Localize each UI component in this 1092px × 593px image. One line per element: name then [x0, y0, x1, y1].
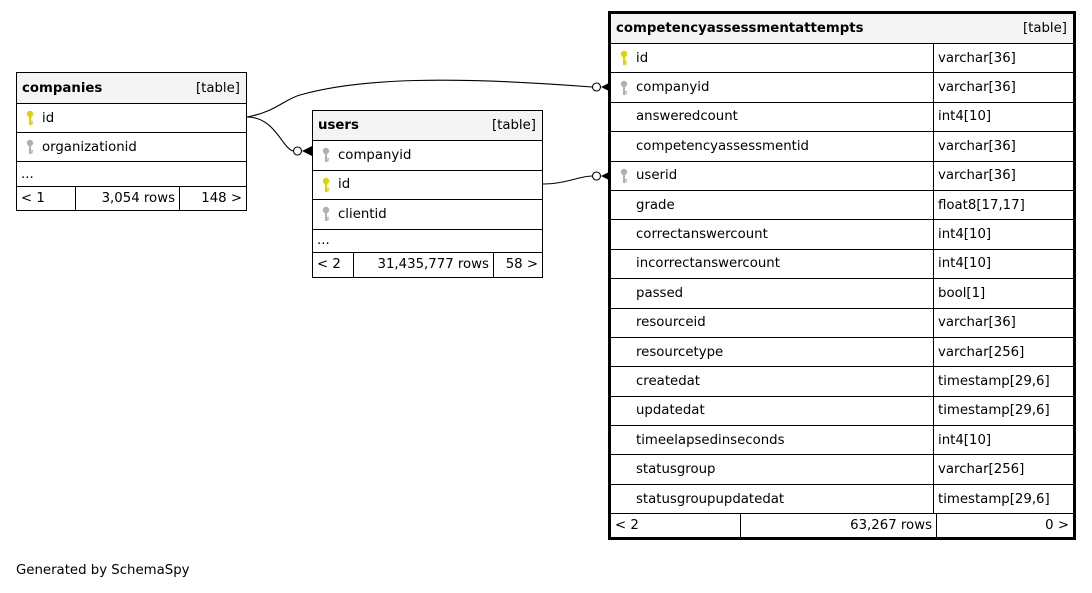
column-name: updatedat [636, 403, 705, 419]
table-competencyassessmentattempts[interactable]: competencyassessmentattempts [table] id v… [608, 11, 1076, 541]
table-header: users [table] [313, 111, 542, 141]
row-count: 31,435,777 rows [354, 252, 494, 277]
column-row-grade[interactable]: grade float8[17,17] [611, 190, 1073, 221]
primary-key-icon [615, 49, 633, 67]
primary-key-icon [21, 109, 39, 127]
column-row-statusgroupupdatedat[interactable]: statusgroupupdatedat timestamp[29,6] [611, 484, 1073, 515]
column-name: incorrectanswercount [636, 256, 780, 272]
column-name: id [338, 177, 351, 193]
column-name: createdat [636, 373, 701, 389]
column-name: competencyassessmentid [636, 138, 809, 154]
column-type: int4[10] [933, 426, 1073, 455]
column-row-createdat[interactable]: createdat timestamp[29,6] [611, 367, 1073, 397]
column-name: id [42, 110, 55, 126]
column-name: id [636, 50, 649, 66]
table-header: competencyassessmentattempts [table] [611, 14, 1073, 44]
column-type: varchar[36] [933, 161, 1073, 190]
edge-end-marker-users-companyid [292, 146, 312, 156]
column-type: varchar[36] [933, 132, 1073, 161]
column-type: timestamp[29,6] [933, 396, 1073, 426]
column-name: timeelapsedinseconds [636, 432, 785, 448]
column-row-statusgroup[interactable]: statusgroup varchar[256] [611, 455, 1073, 485]
foreign-key-icon [615, 167, 633, 185]
column-type: int4[10] [933, 249, 1073, 279]
table-footer: < 1 3,054 rows 148 > [17, 187, 246, 210]
column-type: varchar[36] [933, 308, 1073, 337]
foreign-key-icon [317, 205, 335, 223]
foreign-key-icon [615, 79, 633, 97]
table-header: companies [table] [17, 73, 246, 104]
column-name: companyid [338, 147, 412, 163]
column-row-id[interactable]: id varchar[36] [611, 44, 1073, 74]
table-footer: < 2 31,435,777 rows 58 > [313, 252, 542, 277]
column-row-userid[interactable]: userid varchar[36] [611, 161, 1073, 191]
table-users[interactable]: users [table] companyid id clientid ... < … [312, 110, 543, 278]
foreign-key-icon [21, 138, 39, 156]
more-columns-ellipsis: ... [17, 162, 246, 187]
generated-by-label: Generated by SchemaSpy [16, 563, 190, 578]
column-row-id[interactable]: id [313, 171, 542, 200]
foreign-key-icon [317, 146, 335, 164]
column-row-resourcetype[interactable]: resourcetype varchar[256] [611, 337, 1073, 368]
table-companies[interactable]: companies [table] id organizationid ... <… [16, 72, 247, 211]
column-type: varchar[36] [933, 44, 1073, 73]
child-count[interactable]: 148 > [201, 191, 242, 206]
column-name: clientid [338, 206, 387, 222]
column-row-resourceid[interactable]: resourceid varchar[36] [611, 308, 1073, 338]
more-columns-ellipsis: ... [313, 230, 542, 253]
column-row-timeelapsedinseconds[interactable]: timeelapsedinseconds int4[10] [611, 426, 1073, 456]
column-row-passed[interactable]: passed bool[1] [611, 279, 1073, 309]
column-type: int4[10] [933, 102, 1073, 132]
table-name: companies [22, 80, 103, 96]
column-type: varchar[256] [933, 337, 1073, 367]
column-name: organizationid [42, 139, 137, 155]
edge-companies-attempts [246, 79, 593, 118]
column-type: timestamp[29,6] [933, 367, 1073, 396]
column-name: passed [636, 285, 684, 301]
column-row-organizationid[interactable]: organizationid [17, 133, 246, 162]
column-name: grade [636, 197, 675, 213]
column-name: correctanswercount [636, 227, 768, 243]
column-type: varchar[256] [933, 455, 1073, 484]
edge-companies-users [246, 116, 294, 152]
column-name: resourceid [636, 315, 706, 331]
column-name: companyid [636, 80, 710, 96]
child-count[interactable]: 58 > [505, 257, 538, 272]
edge-users-attempts [542, 175, 593, 185]
column-row-companyid[interactable]: companyid varchar[36] [611, 73, 1073, 103]
primary-key-icon [317, 176, 335, 194]
table-name: competencyassessmentattempts [616, 21, 864, 36]
column-type: bool[1] [933, 279, 1073, 308]
column-row-competencyassessmentid[interactable]: competencyassessmentid varchar[36] [611, 132, 1073, 162]
table-name: users [318, 118, 359, 133]
row-count: 3,054 rows [76, 187, 180, 210]
column-row-id[interactable]: id [17, 104, 246, 133]
column-type: varchar[36] [933, 73, 1073, 102]
child-count[interactable]: 0 > [1045, 518, 1069, 534]
column-row-companyid[interactable]: companyid [313, 141, 542, 171]
column-type: timestamp[29,6] [933, 484, 1073, 514]
column-row-updatedat[interactable]: updatedat timestamp[29,6] [611, 396, 1073, 427]
table-kind: [table] [491, 118, 536, 133]
column-name: statusgroupupdatedat [636, 491, 785, 507]
parent-count[interactable]: < 1 [17, 187, 76, 210]
parent-count[interactable]: < 2 [313, 252, 354, 277]
row-count: 63,267 rows [741, 514, 937, 538]
table-kind: [table] [195, 80, 240, 96]
column-row-correctanswercount[interactable]: correctanswercount int4[10] [611, 220, 1073, 250]
column-name: answeredcount [636, 109, 738, 125]
column-type: int4[10] [933, 220, 1073, 249]
column-row-answeredcount[interactable]: answeredcount int4[10] [611, 102, 1073, 133]
column-name: userid [636, 168, 678, 184]
table-kind: [table] [1022, 21, 1067, 36]
column-name: statusgroup [636, 462, 716, 478]
column-name: resourcetype [636, 344, 724, 360]
column-type: float8[17,17] [933, 190, 1073, 220]
parent-count[interactable]: < 2 [611, 514, 741, 538]
column-row-incorrectanswercount[interactable]: incorrectanswercount int4[10] [611, 249, 1073, 280]
table-footer: < 2 63,267 rows 0 > [611, 514, 1073, 538]
column-row-clientid[interactable]: clientid [313, 200, 542, 230]
